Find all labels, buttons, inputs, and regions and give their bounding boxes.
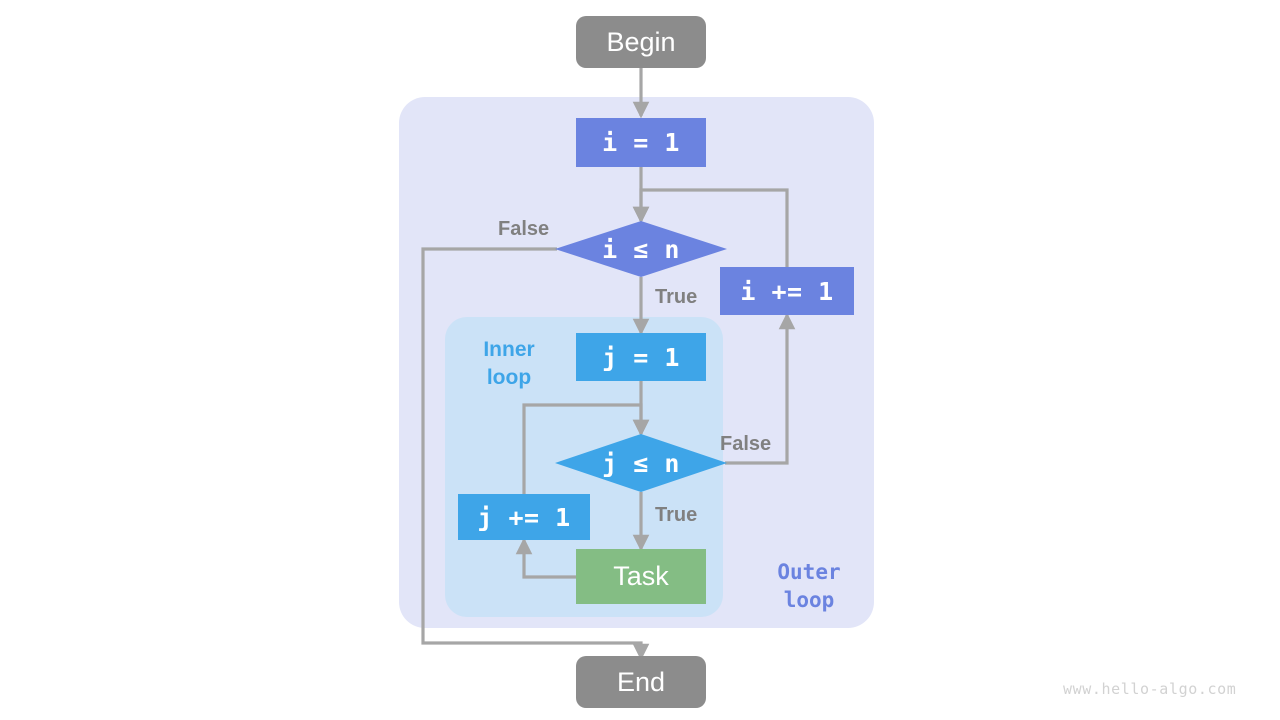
decision-i-cond-shape[interactable] bbox=[555, 221, 727, 277]
edge-j-cond-false-to-i-incr bbox=[725, 312, 796, 465]
inner-loop-label: Inner loop bbox=[483, 338, 535, 390]
node-end[interactable]: End bbox=[576, 656, 706, 708]
edge-i-cond-false-to-end bbox=[421, 247, 650, 661]
edge-label-i-cond-true: True bbox=[655, 286, 698, 308]
node-j-init[interactable]: j = 1 bbox=[576, 333, 706, 381]
edge-label-i-cond-false: False bbox=[498, 218, 550, 240]
node-task[interactable]: Task bbox=[576, 549, 706, 604]
edge-j-incr-to-j-cond bbox=[522, 403, 650, 494]
outer-loop-label: Outer loop bbox=[777, 560, 841, 613]
node-i-init[interactable]: i = 1 bbox=[576, 118, 706, 167]
edge-task-to-j-incr bbox=[515, 537, 576, 579]
node-j-incr[interactable]: j += 1 bbox=[458, 494, 590, 540]
edge-i-incr-to-i-cond bbox=[632, 188, 789, 267]
watermark: www.hello-algo.com bbox=[1063, 680, 1237, 698]
node-i-incr[interactable]: i += 1 bbox=[720, 267, 854, 315]
decision-j-cond-shape[interactable] bbox=[555, 434, 727, 492]
edge-label-j-cond-false: False bbox=[720, 433, 772, 455]
edge-label-j-cond-true: True bbox=[655, 504, 698, 526]
node-begin[interactable]: Begin bbox=[576, 16, 706, 68]
